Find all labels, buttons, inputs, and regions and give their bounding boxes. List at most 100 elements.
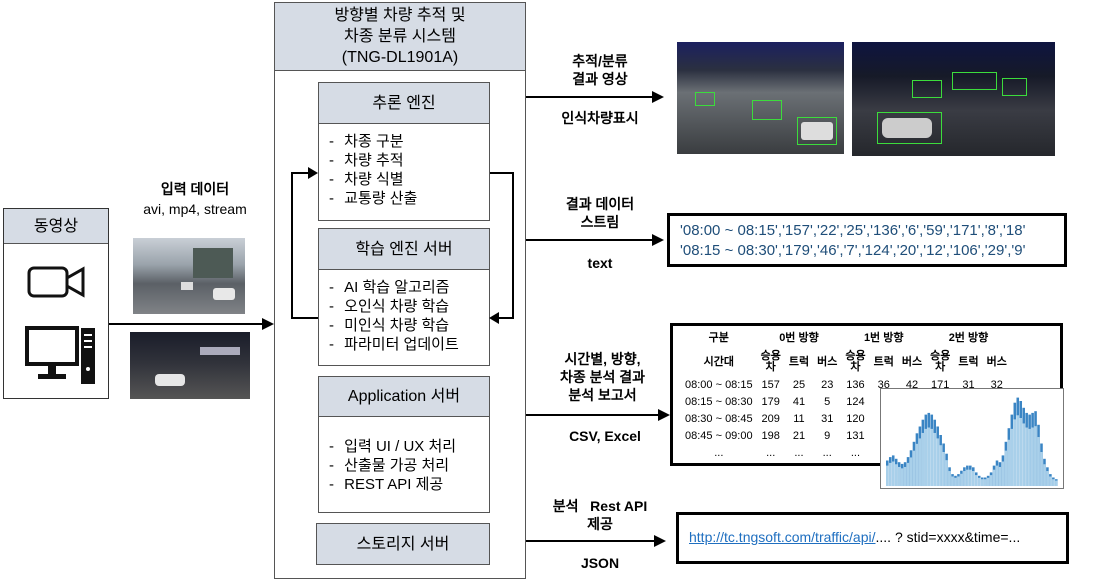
histogram-bar-overlay <box>1052 479 1055 486</box>
module-item: 차종 구분 <box>329 132 489 151</box>
histogram-bar-overlay <box>1016 415 1020 486</box>
module-learning-server: 학습 엔진 서버 AI 학습 알고리즘 오인식 차량 학습 미인식 차량 학습 … <box>318 228 490 366</box>
histogram-bar-overlay <box>980 479 984 486</box>
table-subheader: 트럭 <box>958 355 979 368</box>
histogram-bar-overlay <box>1019 418 1023 486</box>
histogram-bar-overlay <box>912 450 916 486</box>
histogram-bar-overlay <box>886 465 889 486</box>
histogram-bar-overlay <box>891 461 895 486</box>
histogram-bar-overlay <box>897 466 901 486</box>
table-header: 0번 방향 <box>779 332 819 344</box>
stream-line: '08:00 ~ 08:15','157','22','25','136','6… <box>680 222 1026 239</box>
histogram-bar-overlay <box>951 476 954 486</box>
table-subheader: 트럭 <box>873 355 894 368</box>
module-item: 교통량 산출 <box>329 189 489 208</box>
module-title: 추론 엔진 <box>319 83 489 124</box>
video-camera-icon <box>27 264 87 305</box>
table-cell: 08:30 ~ 08:45 <box>685 413 753 425</box>
table-cell: 21 <box>792 430 806 442</box>
table-cell: ... <box>822 447 832 459</box>
tracking-result-image-2 <box>852 42 1055 156</box>
histogram-bar-overlay <box>1046 471 1049 486</box>
table-cell: 41 <box>792 396 806 408</box>
histogram-bar-overlay <box>1055 480 1058 486</box>
video-output-sub: 인식차량표시 <box>561 110 639 126</box>
table-cell: ... <box>794 447 804 459</box>
api-output-label: 제공 <box>587 516 613 532</box>
module-storage-server: 스토리지 서버 <box>316 523 490 565</box>
system-title-line: 차종 분류 시스템 <box>344 28 456 45</box>
table-cell: 23 <box>821 379 834 391</box>
histogram-bar-overlay <box>924 428 928 486</box>
table-cell: 25 <box>792 379 806 391</box>
histogram-bar-overlay <box>1025 427 1028 486</box>
module-item: REST API 제공 <box>329 475 489 494</box>
table-cell: 11 <box>793 413 805 425</box>
stream-line: '08:15 ~ 08:30','179','46','7','124','20… <box>680 242 1026 259</box>
table-subheader: 승용 차 <box>845 350 866 373</box>
table-subheader: 버스 <box>986 355 1007 368</box>
table-cell: 157 <box>761 379 780 391</box>
api-output-sub: JSON <box>580 555 620 571</box>
module-title: 스토리지 서버 <box>316 523 490 565</box>
histogram-bar-overlay <box>936 438 939 486</box>
histogram-bar-overlay <box>921 432 925 486</box>
histogram-bar-overlay <box>927 427 931 486</box>
histogram-bar-overlay <box>972 471 975 486</box>
table-cell: 124 <box>846 396 865 408</box>
table-cell: ... <box>766 447 776 459</box>
histogram-bar-overlay <box>998 466 1002 486</box>
histogram-bar-overlay <box>966 469 969 486</box>
stream-text-box: '08:00 ~ 08:15','157','22','25','136','6… <box>667 213 1067 267</box>
table-subheader: 버스 <box>817 355 838 368</box>
histogram-chart <box>880 388 1064 489</box>
histogram-bar-overlay <box>945 460 948 486</box>
module-inference-engine: 추론 엔진 차종 구분 차량 추적 차량 식별 교통량 산출 <box>318 82 490 221</box>
table-subheader: 시간대 <box>703 355 734 368</box>
histogram-bar-overlay <box>954 477 957 486</box>
table-cell: ... <box>850 447 861 459</box>
histogram-bar-overlay <box>963 471 966 486</box>
histogram-bar-overlay <box>909 457 913 486</box>
api-url-params: .... ? stid=xxxx&time=... <box>875 529 1021 545</box>
report-output-sub: CSV, Excel <box>569 428 641 444</box>
module-item: 산출물 가공 처리 <box>329 456 489 475</box>
module-item: 차량 추적 <box>329 151 489 170</box>
histogram-bar-overlay <box>1004 450 1008 486</box>
api-url-link[interactable]: http://tc.tngsoft.com/traffic/api/ <box>689 529 876 545</box>
table-subheader: 트럭 <box>788 355 810 368</box>
input-label: 입력 데이터 <box>160 181 230 197</box>
table-cell: 08:15 ~ 08:30 <box>685 396 753 408</box>
histogram-bar-overlay <box>888 462 892 486</box>
histogram-bar-overlay <box>915 443 919 486</box>
histogram-bar-overlay <box>1043 464 1046 486</box>
histogram-bar-overlay <box>986 477 990 486</box>
module-item: 파라미터 업데이트 <box>329 335 489 354</box>
table-cell: 5 <box>824 396 831 408</box>
tracking-result-image-1 <box>677 42 844 154</box>
table-cell: 209 <box>761 413 780 425</box>
table-header: 1번 방향 <box>863 332 904 344</box>
table-header: 구분 <box>708 332 729 344</box>
table-cell: 131 <box>846 430 865 442</box>
table-cell: 31 <box>821 413 834 425</box>
table-header: 2번 방향 <box>948 332 989 344</box>
source-title: 동영상 <box>4 209 108 244</box>
module-item: AI 학습 알고리즘 <box>329 278 489 297</box>
table-cell: 136 <box>846 379 865 391</box>
module-title: 학습 엔진 서버 <box>319 229 489 270</box>
histogram-bar-overlay <box>894 464 898 486</box>
report-output-label: 시간별, 방향, <box>564 351 641 367</box>
system-title-line: (TNG-DL1901A) <box>341 49 459 66</box>
histogram-bar-overlay <box>983 479 987 486</box>
histogram-bar-overlay <box>1034 426 1037 486</box>
histogram-bar-overlay <box>906 462 910 486</box>
histogram-bar-overlay <box>942 452 945 486</box>
histogram-bar-overlay <box>948 471 951 486</box>
histogram-bar-overlay <box>992 469 996 486</box>
api-output-label: 분석 Rest API <box>552 498 648 514</box>
stream-output-sub: text <box>587 255 613 271</box>
system-title: 방향별 차량 추적 및 차종 분류 시스템 (TNG-DL1901A) <box>275 3 525 71</box>
video-output-label: 추적/분류 <box>572 53 628 69</box>
input-video-thumbnail-night <box>130 332 250 399</box>
